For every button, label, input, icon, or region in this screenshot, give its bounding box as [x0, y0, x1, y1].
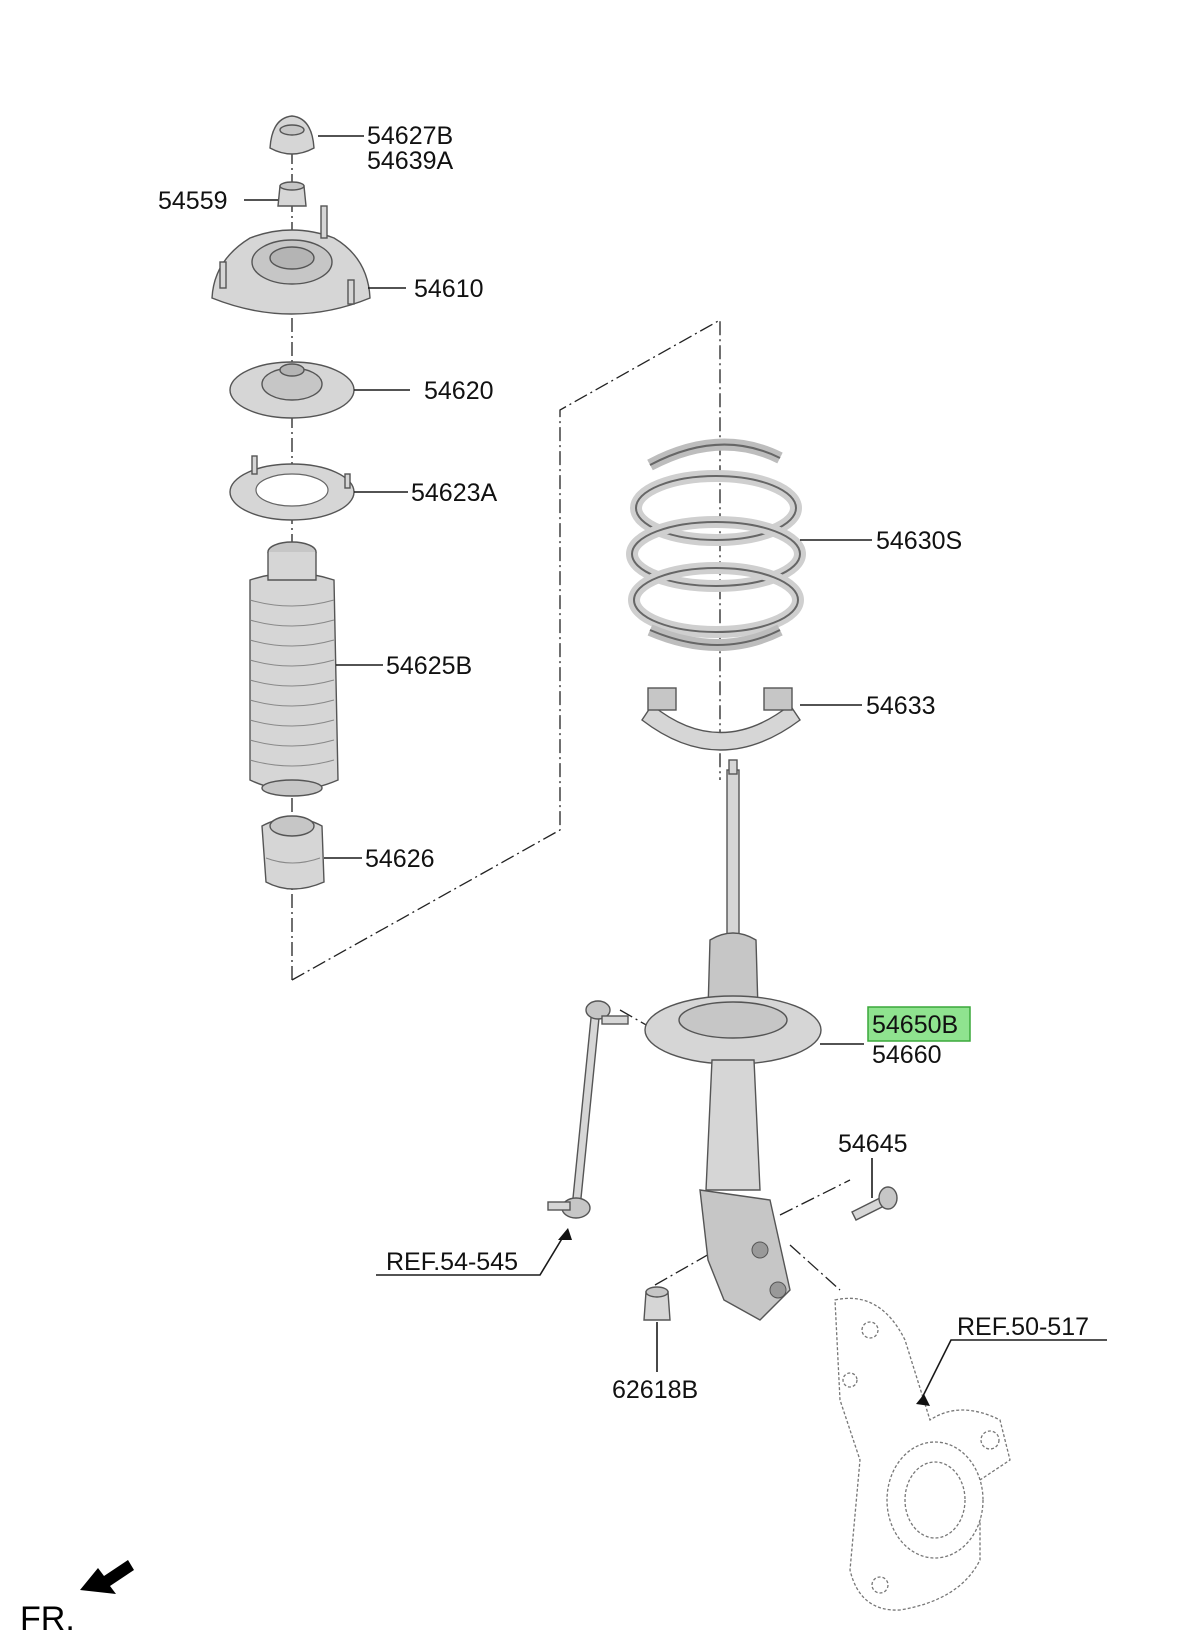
label-54627B[interactable]: 54627B — [367, 122, 453, 150]
label-54633[interactable]: 54633 — [866, 692, 936, 720]
label-54625B[interactable]: 54625B — [386, 652, 472, 680]
strut-bolt-part[interactable] — [851, 1186, 898, 1221]
label-62618B[interactable]: 62618B — [612, 1376, 698, 1404]
label-54630S[interactable]: 54630S — [876, 527, 962, 555]
front-arrow-icon — [80, 1560, 134, 1594]
label-54559[interactable]: 54559 — [158, 187, 228, 215]
label-54623A[interactable]: 54623A — [411, 479, 498, 507]
label-54620[interactable]: 54620 — [424, 377, 494, 405]
reference-arrows — [558, 1228, 930, 1406]
strut-assembly-part[interactable] — [644, 759, 822, 1321]
leader-lines — [244, 135, 1107, 1399]
spring-lower-pad-part[interactable] — [641, 687, 801, 751]
steering-knuckle-reference[interactable] — [834, 1297, 1011, 1611]
spring-upper-pad-part[interactable] — [229, 455, 355, 521]
front-direction-indicator: FR. — [20, 1560, 134, 1638]
coil-spring-part[interactable] — [626, 438, 806, 651]
dust-boot-part[interactable] — [249, 541, 339, 797]
label-54639A[interactable]: 54639A — [367, 147, 454, 175]
front-label: FR. — [20, 1600, 75, 1638]
stabilizer-link-part[interactable] — [547, 1000, 629, 1219]
part-labels: 54627B 54639A 54559 54610 54620 54623A 5… — [158, 122, 1089, 1404]
label-ref-50-517[interactable]: REF.50-517 — [957, 1313, 1089, 1341]
label-54650B[interactable]: 54650B — [872, 1011, 958, 1039]
label-ref-54-545[interactable]: REF.54-545 — [386, 1248, 518, 1276]
label-54660[interactable]: 54660 — [872, 1041, 942, 1069]
label-54610[interactable]: 54610 — [414, 275, 484, 303]
strut-mount-part[interactable] — [211, 205, 371, 315]
label-54626[interactable]: 54626 — [365, 845, 435, 873]
lock-nut-part[interactable] — [277, 181, 307, 207]
dust-cap-part[interactable] — [269, 115, 315, 155]
label-54645[interactable]: 54645 — [838, 1130, 908, 1158]
flange-nut-part[interactable] — [643, 1286, 671, 1321]
highlighted-part-box — [867, 1006, 971, 1042]
bump-stopper-part[interactable] — [261, 815, 325, 890]
strut-bearing-part[interactable] — [229, 361, 355, 419]
